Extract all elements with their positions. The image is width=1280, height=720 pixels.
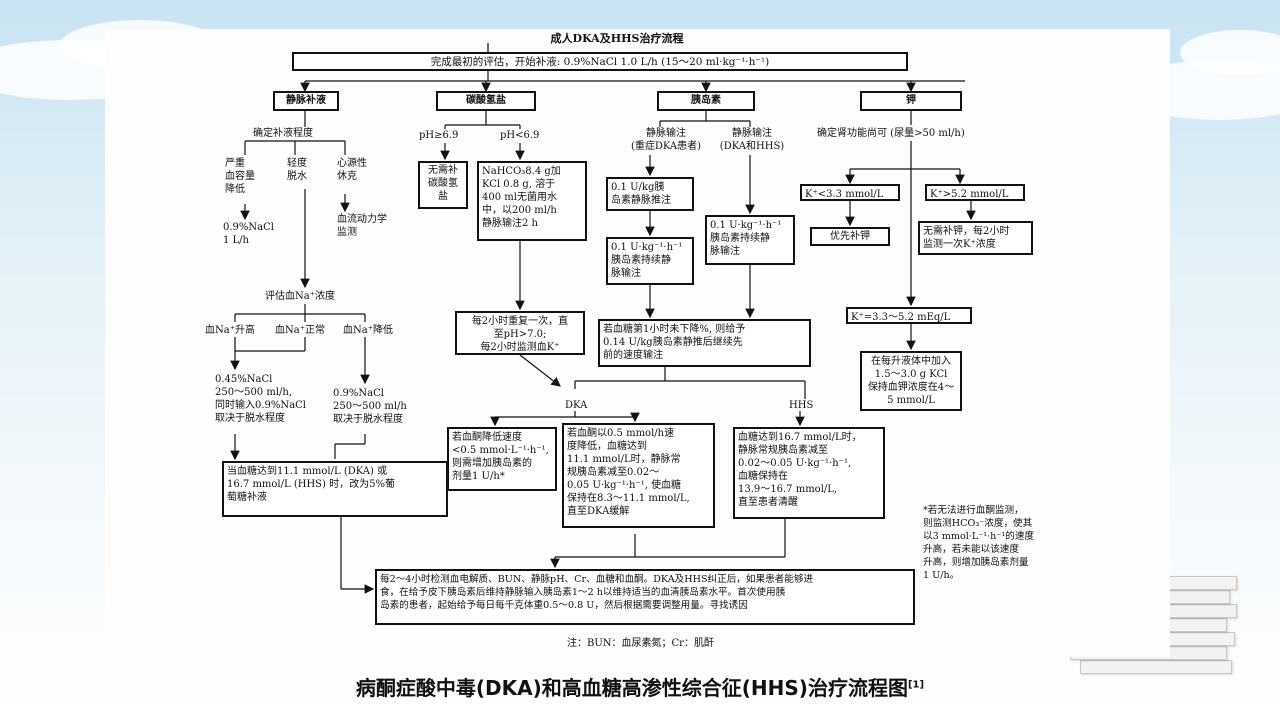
no-bicarb-box: 无需补 碳酸氢 盐 xyxy=(418,161,468,209)
kidney-function-label: 确定肾功能尚可 (尿量>50 ml/h) xyxy=(817,128,965,139)
hhs-label: HHS xyxy=(789,400,814,411)
sodium-high-label: 血Na⁺升高 xyxy=(205,325,255,336)
branch-insulin: 胰岛素 xyxy=(657,91,755,111)
fluid-severe-action: 0.9%NaCl 1 L/h xyxy=(223,222,274,246)
dka-label: DKA xyxy=(565,400,588,411)
insulin-continuous-box-1: 0.1 U·kg⁻¹·h⁻¹ 胰岛素持续静 脉输注 xyxy=(606,237,694,285)
flowchart-figure: 成人DKA及HHS治疗流程 完成最初的评估，开始补液: 0.9%NaCl 1.0… xyxy=(105,29,1170,657)
branch-potassium: 钾 xyxy=(860,91,962,111)
sodium-low-label: 血Na⁺降低 xyxy=(343,325,393,336)
k-low-box: K⁺<3.3 mmol/L xyxy=(800,184,900,201)
dka-ketone-slow-box: 若血酮降低速度 <0.5 mmol·L⁻¹·h⁻¹, 则需增加胰岛素的 剂量1 … xyxy=(447,427,557,491)
fluid-severe-label: 严重 血容量 降低 xyxy=(225,158,255,195)
monitoring-box: 每2～4小时检测血电解质、BUN、静脉pH、Cr、血糖和血酮。DKA及HHS纠正… xyxy=(375,569,915,625)
fluid-determine-label: 确定补液程度 xyxy=(253,128,313,139)
k-mid-action-box: 在每升液体中加入 1.5～3.0 g KCl 保持血钾浓度在4～ 5 mmol/… xyxy=(860,351,962,411)
fluid-mild-label: 轻度 脱水 xyxy=(287,158,307,182)
k-high-box: K⁺>5.2 mmol/L xyxy=(925,184,1025,201)
sodium-high-normal-action: 0.45%NaCl 250～500 ml/h, 同时输入0.9%NaCl 取决于… xyxy=(215,374,306,424)
branch-bicarbonate: 碳酸氢盐 xyxy=(436,91,536,111)
bicarb-repeat-box: 每2小时重复一次，直 至pH>7.0; 每2小时监测血K⁺ xyxy=(455,311,585,355)
ph-low-label: pH<6.9 xyxy=(500,130,540,141)
bicarb-dose-box: NaHCO₃8.4 g加 KCl 0.8 g, 溶于 400 ml无菌用水 中，… xyxy=(477,161,587,241)
fluid-shock-label: 心源性 休克 xyxy=(337,158,367,182)
k-low-action-box: 优先补钾 xyxy=(810,227,890,246)
sodium-normal-label: 血Na⁺正常 xyxy=(275,325,325,336)
glucose-switch-box: 当血糖达到11.1 mmol/L (DKA) 或 16.7 mmol/L (HH… xyxy=(222,461,448,517)
insulin-iv-both-label: 静脉输注 (DKA和HHS) xyxy=(719,128,785,152)
flowchart-title: 成人DKA及HHS治疗流程 xyxy=(550,32,684,45)
fluid-shock-action: 血流动力学 监测 xyxy=(337,214,387,238)
footnote-text: *若无法进行血酮监测， 则监测HCO₃⁻浓度，使其 以3 mmol·L⁻¹·h⁻… xyxy=(923,505,1035,581)
background-cloud xyxy=(1180,30,1280,75)
abbreviation-note: 注：BUN：血尿素氮；Cr：肌酐 xyxy=(567,638,714,649)
insulin-iv-severe-label: 静脉输注 (重症DKA患者) xyxy=(630,128,702,152)
insulin-bolus-box: 0.1 U/kg胰 岛素静脉推注 xyxy=(606,177,694,211)
ph-high-label: pH≥6.9 xyxy=(419,130,459,141)
caption-reference: [1] xyxy=(907,679,925,691)
figure-caption: 病酮症酸中毒(DKA)和高血糖高渗性综合征(HHS)治疗流程图[1] xyxy=(0,672,1280,701)
dka-ketone-drop-box: 若血酮以0.5 mmol/h速 度降低，血糖达到 11.1 mmol/L时，静脉… xyxy=(562,423,715,528)
caption-text: 病酮症酸中毒(DKA)和高血糖高渗性综合征(HHS)治疗流程图 xyxy=(355,676,908,700)
glucose-not-drop-box: 若血糖第1小时未下降%, 则给予 0.14 U/kg胰岛素静推后继续先 前的速度… xyxy=(598,319,811,367)
k-mid-box: K⁺=3.3～5.2 mEq/L xyxy=(846,307,972,324)
hhs-glucose-box: 血糖达到16.7 mmol/L时， 静脉常规胰岛素减至 0.02～0.05 U·… xyxy=(733,427,885,519)
k-high-action-box: 无需补钾，每2小时 监测一次K⁺浓度 xyxy=(918,221,1033,255)
assess-sodium-label: 评估血Na⁺浓度 xyxy=(265,291,335,302)
connector-lines xyxy=(230,43,976,594)
branch-iv-fluids: 静脉补液 xyxy=(273,91,339,111)
sodium-low-action: 0.9%NaCl 250～500 ml/h 取决于脱水程度 xyxy=(333,388,407,425)
insulin-continuous-box-2: 0.1 U·kg⁻¹·h⁻¹ 胰岛素持续静 脉输注 xyxy=(705,215,795,265)
start-box: 完成最初的评估，开始补液: 0.9%NaCl 1.0 L/h (15～20 ml… xyxy=(292,52,908,71)
